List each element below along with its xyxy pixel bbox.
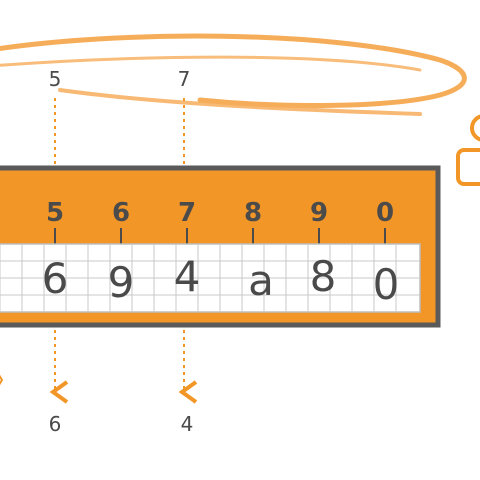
cipher-char: 8 [310,252,337,301]
key-digit: 0 [376,198,394,228]
cipher-char: 0 [373,260,400,309]
key-ticks [54,228,386,244]
key-digit: 7 [178,198,196,228]
key-icon [456,114,480,186]
cipher-char: 4 [174,252,201,301]
key-digit: 9 [310,198,328,228]
rotor-ring-icon [0,33,467,116]
output-label: 4 [181,412,194,436]
cipher-char: a [248,256,274,305]
input-label: 7 [178,67,191,91]
key-digit: 8 [244,198,262,228]
cipher-char-row: 6 9 4 a 8 0 [42,252,400,309]
partial-arrow-left [0,374,4,386]
key-digit-row: 5 6 7 8 9 0 [46,198,394,228]
key-digit: 6 [112,198,130,228]
output-label: 6 [49,412,62,436]
cipher-strip [0,243,421,313]
cipher-char: 9 [108,258,135,307]
cipher-char: 6 [42,254,69,303]
key-digit: 5 [46,198,64,228]
input-label: 5 [49,67,62,91]
